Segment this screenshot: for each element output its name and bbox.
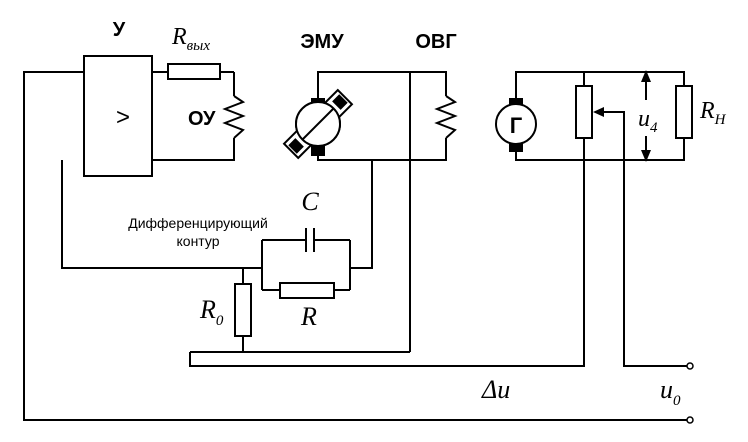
- wire-bus-lower: [189, 138, 585, 367]
- u4-label: u4: [638, 106, 658, 136]
- u4-arrows: [641, 70, 651, 162]
- control-winding-coil: [222, 95, 246, 139]
- ovg-winding-coil: [434, 95, 458, 139]
- amplifier-symbol: >: [116, 104, 130, 131]
- diff-circuit-label-line2: контур: [177, 233, 220, 249]
- r-resistor-label: R: [300, 302, 317, 331]
- load-resistor-label: RН: [699, 98, 727, 128]
- wires: [23, 71, 688, 421]
- r-out-label: Rвых: [171, 24, 210, 54]
- potentiometer: [575, 85, 593, 139]
- amplifier-label: У: [113, 19, 126, 41]
- r0-resistor: [234, 283, 252, 337]
- capacitor-label: C: [301, 187, 319, 216]
- wire-gen-top: [515, 71, 685, 112]
- delta-u-label: Δu: [481, 375, 510, 404]
- load-resistor: [675, 85, 693, 139]
- diff-circuit-label-line1: Дифференцирующий: [128, 215, 268, 231]
- wire-emu-diff: [350, 160, 373, 269]
- wire-outer-loop: [23, 71, 688, 421]
- wire-wiper-u0: [604, 111, 688, 367]
- u0-label: u0: [660, 375, 681, 409]
- r-out-resistor: [167, 63, 221, 80]
- wire-emu-bottom: [317, 138, 447, 161]
- r-resistor: [279, 282, 335, 299]
- capacitor: [305, 228, 315, 252]
- emu-label: ЭМУ: [300, 31, 344, 53]
- control-winding-label: ОУ: [188, 108, 216, 130]
- r0-label: R0: [199, 295, 224, 329]
- terminal-u0: [686, 362, 694, 370]
- wire-gen-bottom: [515, 138, 685, 161]
- generator-label: Г: [510, 113, 523, 138]
- terminal-bottom: [686, 416, 694, 424]
- ovg-label: ОВГ: [415, 31, 456, 53]
- wire-ou-bottom: [152, 138, 235, 161]
- amplifier-block: [83, 55, 153, 177]
- generator-machine: [495, 98, 537, 152]
- emu-machine: [282, 88, 354, 160]
- potentiometer-wiper-arrow: [593, 107, 604, 117]
- wire-emu-top: [317, 71, 447, 112]
- wire-amp-diff: [61, 160, 262, 269]
